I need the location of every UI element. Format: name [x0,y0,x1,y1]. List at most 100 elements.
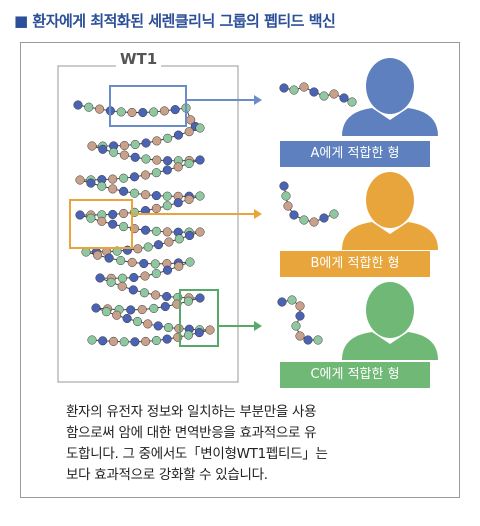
bead [153,321,163,331]
bead [295,331,305,341]
bead [119,173,129,183]
bead [162,191,172,201]
bead [185,257,195,267]
arrow-b [132,209,262,219]
bead [130,152,140,162]
patient-c-person-icon [342,282,438,360]
bead [98,336,108,346]
bead [143,242,153,252]
peptide-fragment-a [279,82,357,107]
bead [133,244,143,254]
bead [152,136,162,146]
bead [112,310,122,320]
bead [86,178,96,188]
bead [95,273,105,283]
bead [162,265,173,275]
arrow-c [218,321,262,331]
figure-title: ■ 환자에게 최적화된 세렌클리닉 그룹의 펩티드 백신 [14,12,336,30]
bead [86,213,96,223]
caption-text: 환자의 유전자 정보와 일치하는 부분만을 사용 함으로써 암에 대한 면역반응… [66,402,436,486]
bead [119,222,129,232]
bead [184,127,194,137]
bead [303,335,313,345]
bead [299,82,309,92]
bead [108,174,118,184]
bead [126,305,136,315]
patient-c-label: C에게 적합한 형 [280,362,430,388]
bead [140,271,150,281]
bead [194,328,204,338]
bead [140,190,151,200]
bead [183,296,193,306]
bead [130,337,140,347]
bead [119,186,129,196]
patient-a-label: A에게 적합한 형 [280,141,430,167]
bead [205,325,215,335]
bead [137,304,147,315]
bead [151,335,161,346]
bead [97,181,107,191]
bead [119,140,129,151]
bead [93,250,103,260]
peptide-fragment-b [279,181,339,227]
bead [183,330,194,340]
bead [162,165,172,175]
caption-line: 함으로써 암에 대한 면역반응을 효과적으로 유 [66,425,317,441]
bead [95,104,105,114]
arrow-a [186,95,262,105]
bead [150,259,160,269]
bead [151,203,161,213]
highlight-box-c [179,289,219,347]
bead [119,150,129,160]
bead [299,215,309,225]
bead [162,201,172,211]
wt1-box [57,65,239,383]
bead [141,138,151,148]
bead [119,208,129,219]
bead [164,237,174,247]
bead [173,130,183,140]
bead [151,290,161,300]
bead [87,141,97,151]
bead [295,311,305,321]
bead [291,321,301,331]
bead [116,255,126,266]
bead [140,170,151,180]
bead [129,172,140,182]
bead [283,201,293,211]
bead [151,168,161,178]
caption-line: 도합니다. 그 중에서도「변이형WT1펩티드」는 [66,446,328,462]
patient-a-person-icon [342,58,438,136]
bead [153,240,164,250]
highlight-box-b [69,199,133,249]
bead [279,83,289,93]
bead [129,188,140,198]
bead [339,93,349,103]
bead [97,216,107,226]
bead [139,258,149,269]
bead [162,334,172,344]
bead [195,123,205,133]
bead [162,291,172,302]
bead [140,225,151,235]
bead [163,133,173,143]
caption-line: 환자의 유전자 정보와 일치하는 부분만을 사용 [66,404,317,420]
highlight-box-a [109,85,187,127]
bead [141,154,151,164]
bead [151,268,161,279]
bead [163,156,173,166]
bead [289,85,299,95]
patient-b-label: B에게 적합한 형 [280,251,430,277]
bead [132,316,143,327]
bead [195,191,205,201]
bead [184,158,194,169]
bead [287,295,297,305]
bead [139,288,149,298]
bead [313,335,323,345]
bead [106,277,116,287]
bead [75,175,85,185]
bead [101,307,111,317]
bead [151,191,161,201]
bead [149,303,159,313]
bead [309,217,319,227]
